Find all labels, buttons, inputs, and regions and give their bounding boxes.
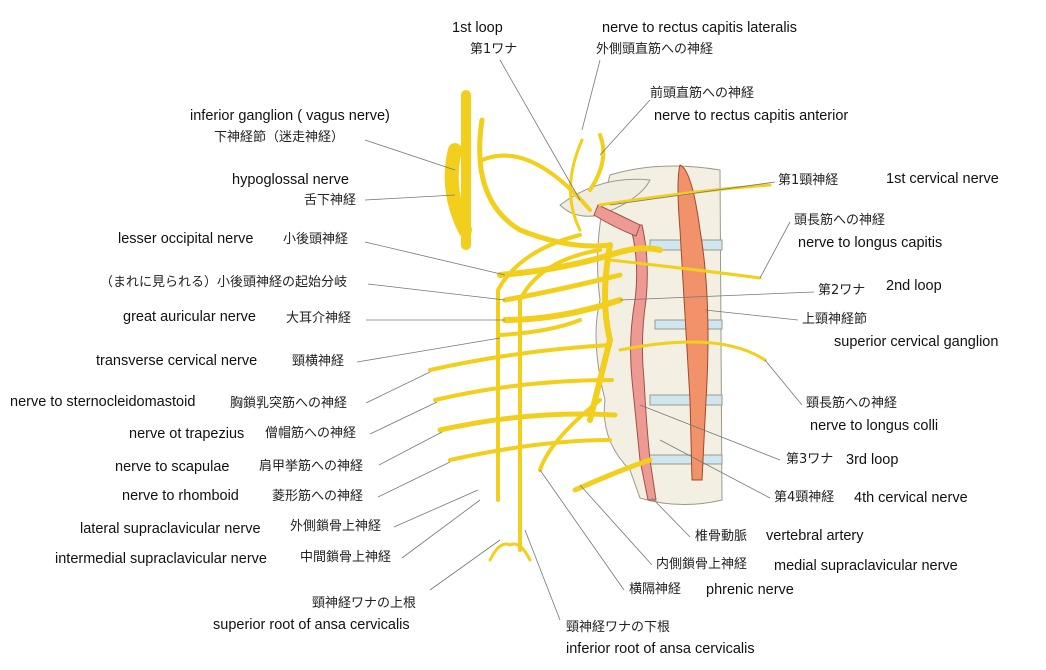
label-inferior-root-en: inferior root of ansa cervicalis [566, 641, 755, 657]
label-intermedial-supraclavicular-en: intermedial supraclavicular nerve [55, 551, 267, 567]
label-lateral-supraclavicular-ja: 外側鎖骨上神経 [290, 519, 382, 534]
label-inferior-root-ja: 頸神経ワナの下根 [566, 620, 671, 635]
label-1st-cervical-en: 1st cervical nerve [886, 171, 999, 187]
label-transverse-cervical-en: transverse cervical nerve [96, 353, 258, 369]
label-scapulae-en: nerve to scapulae [115, 459, 230, 475]
label-lesser-occipital-en: lesser occipital nerve [118, 231, 254, 247]
label-superior-cervical-ganglion-ja: 上頸神経節 [802, 312, 868, 327]
label-rhomboid-ja: 菱形筋への神経 [272, 489, 364, 504]
label-superior-root-en: superior root of ansa cervicalis [213, 617, 410, 633]
label-rectus-anterior-en: nerve to rectus capitis anterior [654, 108, 849, 124]
label-vertebral-artery-ja: 椎骨動脈 [695, 529, 748, 544]
label-superior-root-ja: 頸神経ワナの上根 [312, 596, 417, 611]
label-longus-colli-ja: 頸長筋への神経 [806, 396, 898, 411]
label-intermedial-supraclavicular-ja: 中間鎖骨上神経 [300, 550, 392, 565]
label-hypoglossal-en: hypoglossal nerve [232, 172, 349, 188]
label-phrenic-ja: 横隔神経 [629, 582, 682, 597]
label-transverse-cervical-ja: 頸横神経 [292, 354, 345, 369]
label-superior-cervical-ganglion-en: superior cervical ganglion [834, 334, 999, 350]
label-inferior-ganglion-en: inferior ganglion ( vagus nerve) [190, 108, 390, 124]
nerves [428, 90, 772, 562]
label-1st-cervical-ja: 第1頸神経 [778, 173, 839, 188]
label-great-auricular-ja: 大耳介神経 [286, 311, 352, 326]
longus-muscle [677, 164, 709, 481]
label-rhomboid-en: nerve to rhomboid [122, 488, 239, 504]
label-sternocleidomastoid-ja: 胸鎖乳突筋への神経 [230, 396, 348, 411]
label-lesser-occipital-branch-ja: （まれに見られる）小後頭神経の起始分岐 [100, 275, 348, 290]
label-longus-colli-en: nerve to longus colli [810, 418, 939, 434]
label-4th-cervical-ja: 第4頸神経 [774, 490, 835, 505]
label-trapezius-ja: 僧帽筋への神経 [265, 426, 357, 441]
label-longus-capitis-ja: 頭長筋への神経 [794, 213, 886, 228]
label-vertebral-artery-en: vertebral artery [766, 528, 864, 544]
label-rectus-anterior-ja: 前頭直筋への神経 [650, 86, 755, 101]
label-scapulae-ja: 肩甲挙筋への神経 [259, 459, 364, 474]
label-3rd-loop-ja: 第3ワナ [786, 452, 834, 467]
label-lateral-supraclavicular-en: lateral supraclavicular nerve [80, 521, 261, 537]
label-lesser-occipital-ja: 小後頭神経 [283, 232, 349, 247]
label-rectus-lateralis-ja: 外側頭直筋への神経 [596, 42, 714, 57]
label-great-auricular-en: great auricular nerve [123, 309, 256, 325]
label-sternocleidomastoid-en: nerve to sternocleidomastoid [10, 394, 196, 410]
label-1st-loop-ja: 第1ワナ [470, 42, 518, 57]
vertebral-artery [593, 204, 657, 501]
label-phrenic-en: phrenic nerve [706, 582, 794, 598]
label-hypoglossal-ja: 舌下神経 [304, 193, 357, 208]
label-2nd-loop-en: 2nd loop [886, 278, 942, 294]
label-inferior-ganglion-ja: 下神経節（迷走神経） [214, 130, 345, 145]
label-3rd-loop-en: 3rd loop [846, 452, 899, 468]
label-medial-supraclavicular-ja: 内側鎖骨上神経 [656, 557, 748, 572]
label-medial-supraclavicular-en: medial supraclavicular nerve [774, 558, 958, 574]
label-longus-capitis-en: nerve to longus capitis [798, 235, 943, 251]
label-trapezius-en: nerve ot trapezius [129, 426, 245, 442]
label-rectus-lateralis-en: nerve to rectus capitis lateralis [602, 20, 798, 36]
label-1st-loop-en: 1st loop [452, 20, 503, 36]
label-2nd-loop-ja: 第2ワナ [818, 283, 866, 298]
leader-lines [356, 59, 815, 621]
label-4th-cervical-en: 4th cervical nerve [854, 490, 968, 506]
